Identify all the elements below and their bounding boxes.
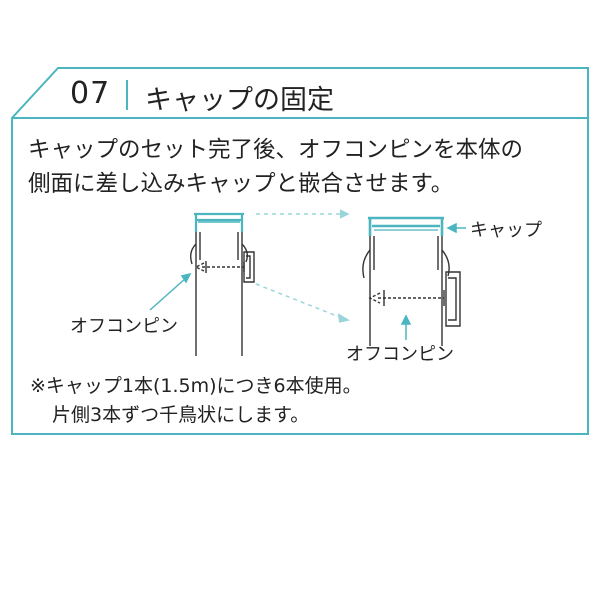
cap-pointer <box>446 222 466 234</box>
step-separator <box>126 80 128 110</box>
note-line-2: 片側3本ずつ千鳥状にします。 <box>52 404 310 426</box>
label-pin-right: オフコンピン <box>346 344 454 365</box>
right-cap <box>368 216 444 236</box>
step-title: キャップの固定 <box>145 85 334 116</box>
left-figure <box>189 212 255 356</box>
left-cap <box>194 212 244 232</box>
guide-lines <box>255 209 350 323</box>
description-line-2: 側面に差し込みキャップと嵌合させます。 <box>28 171 454 197</box>
right-pin-arrow <box>368 292 444 304</box>
left-body <box>195 232 243 356</box>
step-number: 07 <box>70 76 111 111</box>
right-body <box>369 236 443 346</box>
left-pin-arrow <box>194 262 244 272</box>
right-figure <box>362 216 461 346</box>
label-pin-left: オフコンピン <box>70 316 178 337</box>
label-cap: キャップ <box>470 220 542 241</box>
panel-border <box>11 67 589 435</box>
description-line-1: キャップのセット完了後、オフコンピンを本体の <box>28 137 524 163</box>
description: キャップのセット完了後、オフコンピンを本体の 側面に差し込みキャップと嵌合させま… <box>28 133 588 201</box>
usage-note: ※キャップ1本(1.5m)につき6本使用。 片側3本ずつ千鳥状にします。 <box>30 372 362 430</box>
left-pin-bracket <box>243 251 255 283</box>
note-line-1: ※キャップ1本(1.5m)につき6本使用。 <box>30 375 362 397</box>
left-leader <box>149 272 192 311</box>
right-pin-bracket <box>445 271 461 327</box>
right-pin-pointer <box>400 314 412 340</box>
